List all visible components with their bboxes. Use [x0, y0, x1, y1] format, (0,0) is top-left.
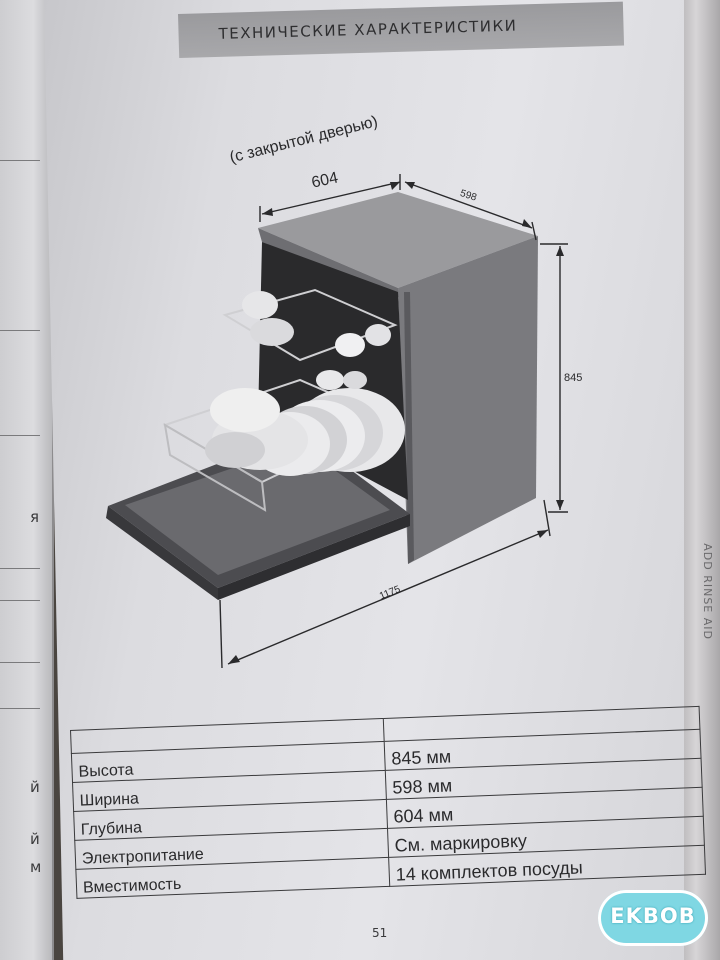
depth-open-line [227, 529, 549, 665]
dishwasher-side [398, 236, 538, 564]
specs-table: Высота 845 мм Ширина 598 мм Глубина 604 … [70, 706, 706, 899]
left-page-fragment: я [30, 508, 40, 526]
watermark-text: EKBOB [610, 904, 696, 928]
right-page-edge: ADD RINSE AID [680, 0, 720, 960]
width-line [404, 181, 533, 229]
watermark-logo: EKBOB [598, 890, 708, 946]
page-number: 51 [372, 926, 388, 940]
cloud-icon [598, 890, 708, 946]
dishwasher-top [258, 192, 538, 288]
left-page-fragment: й [30, 830, 40, 848]
left-page-fragment: м [30, 858, 42, 876]
height-label: 845 [564, 372, 583, 384]
left-page-edge: я й й м [0, 0, 54, 960]
left-page-fragment: й [30, 778, 40, 796]
depth-closed-line [261, 181, 401, 215]
